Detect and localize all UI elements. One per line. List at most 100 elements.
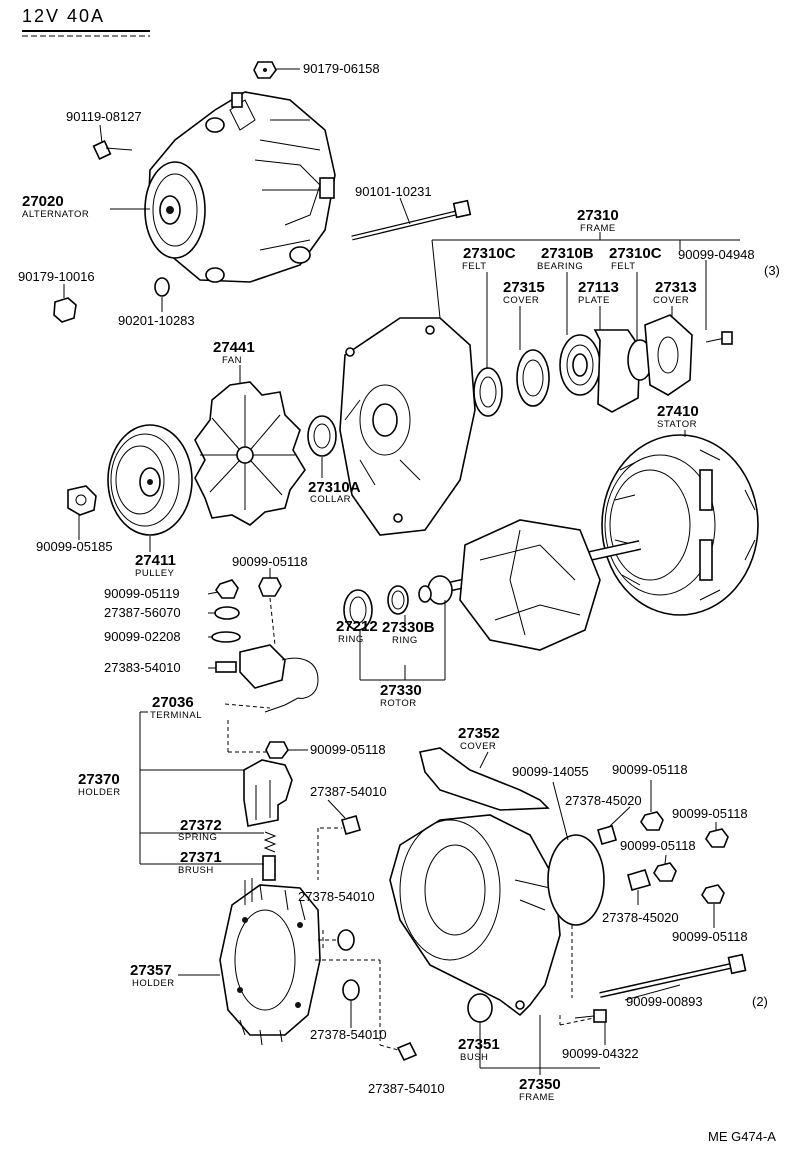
label-fan-name: FAN: [222, 355, 242, 366]
spring-27372: [263, 831, 277, 853]
nut-90179-10016: [53, 297, 77, 323]
label-pulley-nut: 90099-05185: [36, 539, 113, 554]
label-felt1-name: FELT: [462, 261, 487, 272]
label-bush-ins2: 27378-45020: [602, 910, 679, 925]
label-alternator-name: ALTERNATOR: [22, 209, 89, 220]
label-spring-name: SPRING: [178, 832, 217, 843]
cover-27313: [644, 314, 693, 396]
label-spring-num: 27372: [180, 817, 222, 834]
washer-90201-10283: [154, 277, 170, 297]
drive-end-frame: [339, 317, 476, 536]
felt-1: [473, 367, 503, 417]
label-bolt-top: 90119-08127: [66, 109, 142, 124]
label-cover3-name: COVER: [460, 741, 496, 752]
alternator-assembly: [144, 91, 336, 283]
label-ring1-name: RING: [338, 634, 364, 645]
holder-27370: [243, 759, 293, 827]
label-holder-name: HOLDER: [78, 787, 121, 798]
bolt-90119-08127: [92, 140, 133, 160]
label-collar-name: COLLAR: [310, 494, 351, 505]
label-frame-num: 27310: [577, 207, 619, 224]
label-terminal-name: TERMINAL: [150, 710, 202, 721]
label-cover1-num: 27315: [503, 279, 545, 296]
insulator-27378-54010-a: [337, 929, 355, 951]
label-bush-num: 27351: [458, 1036, 500, 1053]
label-cover1-name: COVER: [503, 295, 539, 306]
insulator-27378-54010-b: [342, 979, 360, 1001]
label-holder2-name: HOLDER: [132, 978, 175, 989]
nut-90099-05118-f: [653, 862, 677, 882]
label-oring: 90099-14055: [512, 764, 589, 779]
label-nut-top: 90179-06158: [303, 61, 380, 76]
label-stator-num: 27410: [657, 403, 699, 420]
collar: [307, 415, 337, 457]
label-brush-num: 27371: [180, 849, 222, 866]
leader-lines: [63, 68, 740, 1075]
nut-90099-05118-c: [265, 741, 289, 759]
label-fan-num: 27441: [213, 339, 255, 356]
label-nut-e: 90099-05118: [672, 806, 748, 821]
screw-90099-04948: [705, 331, 733, 345]
label-stator-name: STATOR: [657, 419, 697, 430]
header-title: 12V 40A: [22, 6, 105, 26]
nut-90179-06158: [253, 61, 277, 79]
label-long-bolt-qty: (2): [752, 994, 768, 1009]
label-cover2-num: 27313: [655, 279, 697, 296]
label-felt2-num: 27310C: [609, 245, 662, 262]
label-ins-c: 27387-54010: [310, 784, 387, 799]
nut-90099-05185: [67, 485, 97, 516]
label-pulley-num: 27411: [135, 552, 176, 569]
label-frame-name: FRAME: [580, 223, 616, 234]
label-ring2-num: 27330B: [382, 619, 435, 636]
long-bolt-90099-00893: [599, 953, 747, 998]
label-cover2-name: COVER: [653, 295, 689, 306]
label-frame2-num: 27350: [519, 1076, 561, 1093]
cover-27315: [516, 349, 550, 407]
washer-90099-02208: [211, 631, 241, 643]
stator-27410: [601, 434, 759, 616]
label-pulley-name: PULLEY: [135, 568, 175, 579]
insulator-27387-56070: [214, 606, 240, 620]
label-nut-d: 90099-05118: [612, 762, 688, 777]
label-alternator-num: 27020: [22, 193, 64, 210]
label-screw-right-qty: (3): [764, 263, 780, 278]
label-cover3-num: 27352: [458, 725, 500, 742]
label-ins-b: 27383-54010: [104, 660, 181, 675]
label-bearing-name: BEARING: [537, 261, 583, 272]
holder-27357: [219, 878, 321, 1046]
label-nut-g: 90099-05118: [672, 929, 748, 944]
label-nut-f: 90099-05118: [620, 838, 696, 853]
label-nut-c: 90099-05118: [310, 742, 386, 757]
label-ins-f: 27387-54010: [368, 1081, 445, 1096]
fan-27441: [194, 381, 306, 526]
label-ring1-num: 27212: [336, 618, 378, 635]
brush-27371: [262, 855, 276, 881]
label-holder2-num: 27357: [130, 962, 172, 979]
terminal-27036: [239, 644, 319, 713]
label-nut-b: 90099-05119: [104, 586, 180, 601]
rotor-27330: [418, 519, 642, 651]
label-rotor-num: 27330: [380, 682, 422, 699]
bearing-27310B: [559, 334, 601, 396]
label-rotor-name: ROTOR: [380, 698, 417, 709]
bush-ins-27378-45020-a: [597, 825, 617, 845]
label-ins-e: 27378-54010: [310, 1027, 387, 1042]
rear-frame-27350: [389, 814, 561, 1017]
label-brush-name: BRUSH: [178, 865, 214, 876]
nut-90099-05118-g: [701, 884, 725, 904]
insulator-27387-54010-a: [341, 815, 361, 835]
label-screw-right: 90099-04948: [678, 247, 755, 262]
bush-ins-27378-45020-b: [627, 869, 652, 891]
label-washer-left: 90201-10283: [118, 313, 195, 328]
ring-27330B: [387, 585, 409, 615]
label-nut-left: 90179-10016: [18, 269, 95, 284]
label-ring2-name: RING: [392, 635, 418, 646]
label-thru-bolt: 90101-10231: [355, 184, 432, 199]
pulley-27411: [107, 424, 193, 536]
oring-90099-14055: [547, 834, 605, 926]
label-ins-d: 27378-54010: [298, 889, 375, 904]
nut-90099-05118-e: [705, 828, 729, 848]
cover-27352: [419, 747, 550, 811]
